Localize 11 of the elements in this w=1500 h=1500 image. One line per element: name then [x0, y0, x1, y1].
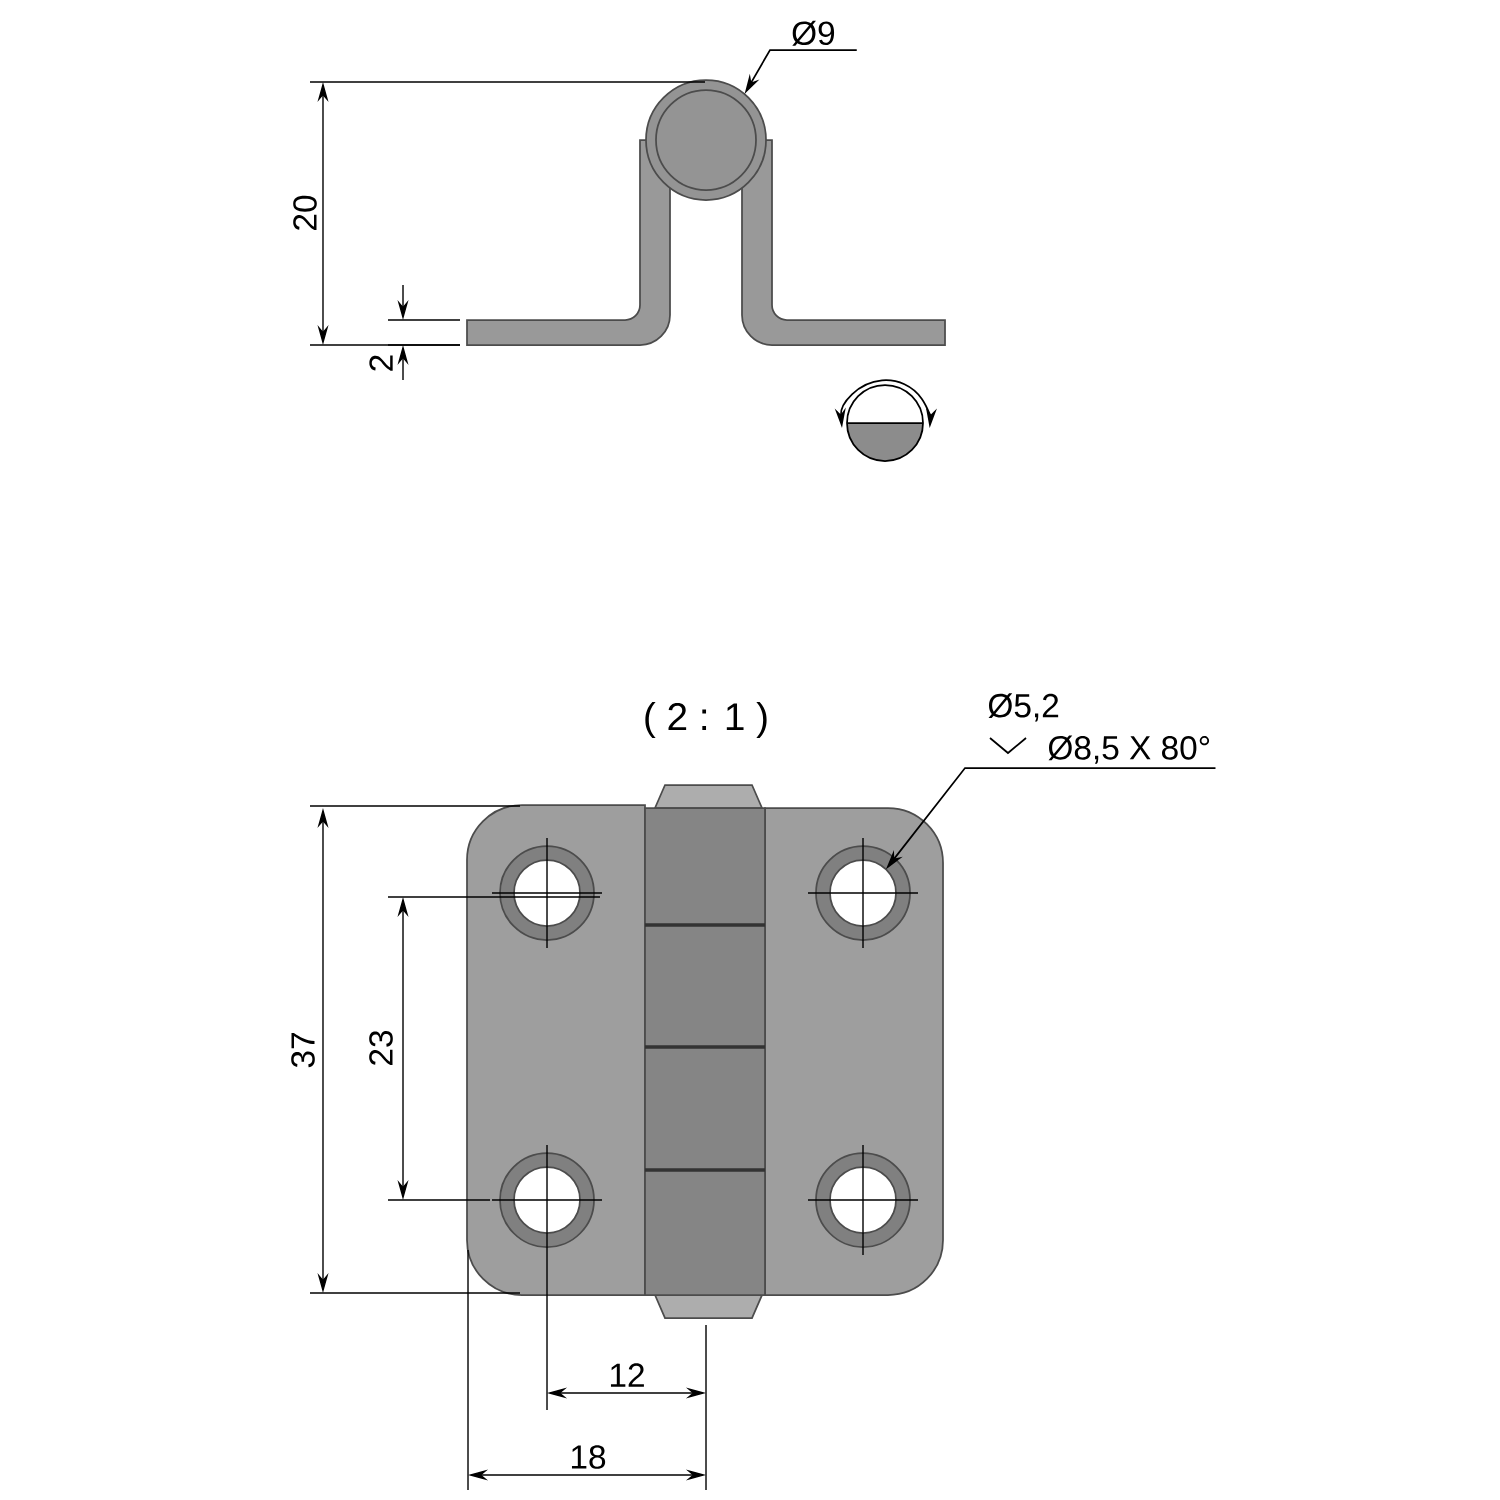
mounting-hole: [829, 859, 897, 927]
dimension-text: Ø9: [792, 20, 835, 46]
dimension-text: 37: [291, 1033, 315, 1068]
dimension-text: 20: [293, 195, 317, 230]
dimension-text: 2: [369, 355, 393, 371]
dimension-text: 12: [610, 1363, 644, 1387]
scale-label: ( 2 : 1 ): [645, 702, 767, 738]
hole-callout-text: Ø5,2 Ø8,5 X 80°: [988, 693, 1210, 764]
pin-end: [645, 79, 767, 201]
dimension-text: 18: [571, 1445, 606, 1469]
dimension-text: 23: [369, 1030, 393, 1065]
